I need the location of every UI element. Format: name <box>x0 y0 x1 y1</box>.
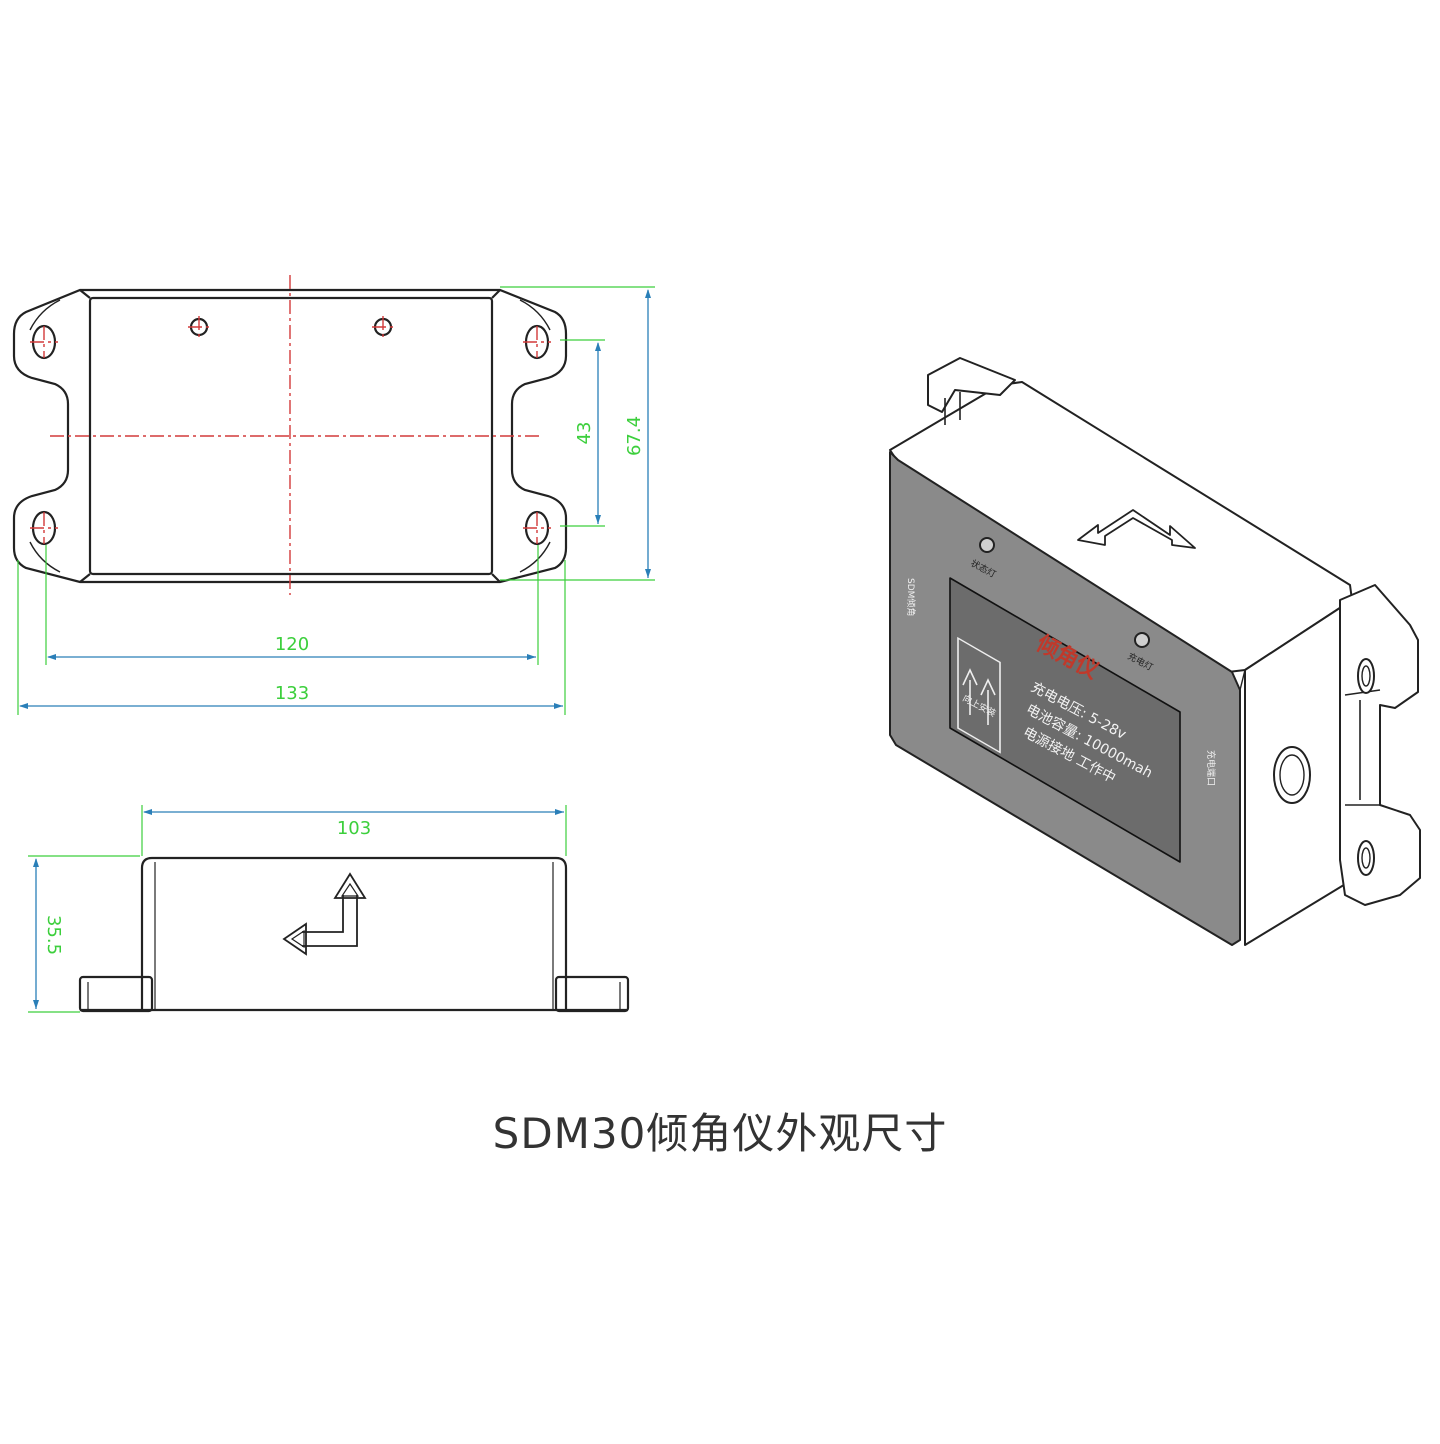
charge-led <box>1134 632 1150 648</box>
dim-overall-width: 133 <box>275 683 309 704</box>
direction-arrow-icon <box>1077 509 1196 549</box>
dim-side-body-width: 103 <box>337 818 371 839</box>
centerlines <box>30 275 551 595</box>
axis-arrow-icon <box>282 872 367 956</box>
rear-mount-tab <box>927 357 1016 413</box>
side-view <box>78 856 630 1013</box>
status-led <box>979 537 995 553</box>
device-side-label-left: SDM倾角 <box>905 578 917 616</box>
up-arrows-icon <box>957 636 1001 754</box>
top-view-body <box>88 296 494 576</box>
dim-hole-pitch: 43 <box>574 422 595 445</box>
dim-hole-spacing: 120 <box>275 634 309 655</box>
dim-overall-depth: 67.4 <box>624 416 645 456</box>
device-side-label-right: 充电端口 <box>1205 750 1217 786</box>
figure-caption: SDM30倾角仪外观尺寸 <box>492 1109 948 1158</box>
right-mount-bracket <box>1339 584 1421 906</box>
bracket-hole-top <box>1357 658 1375 694</box>
bracket-hole-bottom <box>1357 840 1375 876</box>
top-view-dimensions <box>17 286 655 715</box>
side-view-body <box>140 856 568 1010</box>
device-label-panel <box>949 577 1181 863</box>
isometric-view <box>889 357 1421 946</box>
dim-side-height: 35.5 <box>43 915 64 955</box>
